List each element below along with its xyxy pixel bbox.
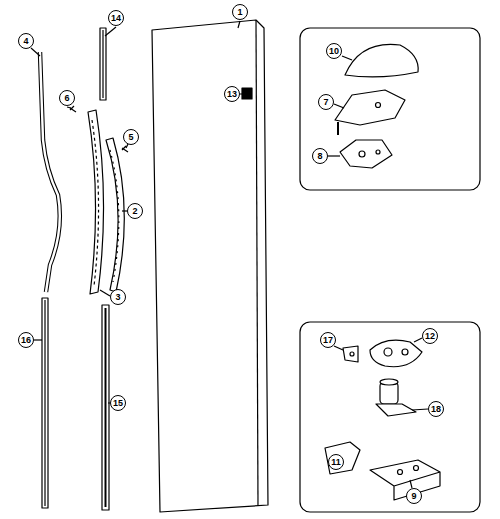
callout-number: 7 (318, 94, 334, 110)
trim-strip (42, 298, 48, 508)
callout-number: 5 (123, 129, 139, 145)
leader-line (342, 56, 352, 60)
trim-strip (102, 305, 109, 510)
leader-line (412, 409, 428, 410)
inset-frame (300, 28, 480, 190)
leader-line (31, 48, 40, 56)
callout-number: 11 (328, 454, 344, 470)
leader-line (334, 104, 344, 108)
leader-line (240, 93, 242, 94)
door-panel (152, 20, 268, 512)
handle-bar-inner (40, 52, 60, 292)
callout-number: 9 (406, 488, 422, 504)
leader-line (105, 27, 116, 36)
door-edge (256, 20, 258, 506)
callout-number: 3 (110, 289, 126, 305)
hinge-hole (359, 151, 365, 157)
hole (350, 352, 354, 356)
hole (414, 466, 419, 471)
handle-cover (106, 138, 124, 292)
hole (398, 470, 403, 475)
handle-bar (40, 52, 60, 292)
leader-line (100, 290, 110, 296)
hole (384, 348, 392, 356)
hinge-cover (345, 44, 418, 77)
leader-line (410, 480, 412, 488)
callout-number: 16 (18, 332, 34, 348)
leader-line (414, 338, 422, 342)
callout-number: 14 (108, 10, 124, 26)
hole (402, 349, 408, 355)
hinge-hole (376, 150, 380, 154)
callout-number: 1 (232, 4, 248, 20)
callout-number: 13 (224, 86, 240, 102)
handle-piece-detail (92, 120, 99, 286)
callout-number: 8 (312, 148, 328, 164)
trim-strip-line (102, 30, 103, 98)
callout-number: 17 (320, 332, 336, 348)
door-tab (242, 88, 252, 99)
bottom-hinge-plate (370, 460, 440, 500)
handle-cover-detail (110, 150, 119, 282)
callout-number: 18 (428, 401, 444, 417)
screw (70, 106, 76, 112)
trim-strip (100, 28, 106, 100)
hinge-cover-bottom (325, 442, 360, 474)
hinge-plate (335, 90, 405, 125)
trim-strip-line (105, 308, 107, 507)
trim-strip-line (44, 300, 45, 506)
callout-number: 4 (18, 33, 34, 49)
door-stop (343, 346, 358, 362)
hinge-pin-base (376, 404, 416, 416)
leader-line (328, 155, 340, 156)
bushing-top (380, 379, 398, 385)
leader-line (334, 346, 343, 350)
callout-number: 12 (422, 328, 438, 344)
inset-frame (300, 322, 480, 512)
leader-line (34, 339, 42, 340)
hinge-bracket (370, 340, 422, 367)
callout-number: 10 (326, 43, 342, 59)
callout-number: 15 (110, 395, 126, 411)
callout-number: 2 (127, 203, 143, 219)
hinge-hole (376, 103, 381, 108)
handle-piece (88, 110, 104, 294)
callout-number: 6 (59, 90, 75, 106)
leader-line (238, 21, 240, 28)
hinge-shim (340, 140, 392, 168)
leader-line (67, 107, 71, 108)
hinge-pin (337, 122, 339, 135)
